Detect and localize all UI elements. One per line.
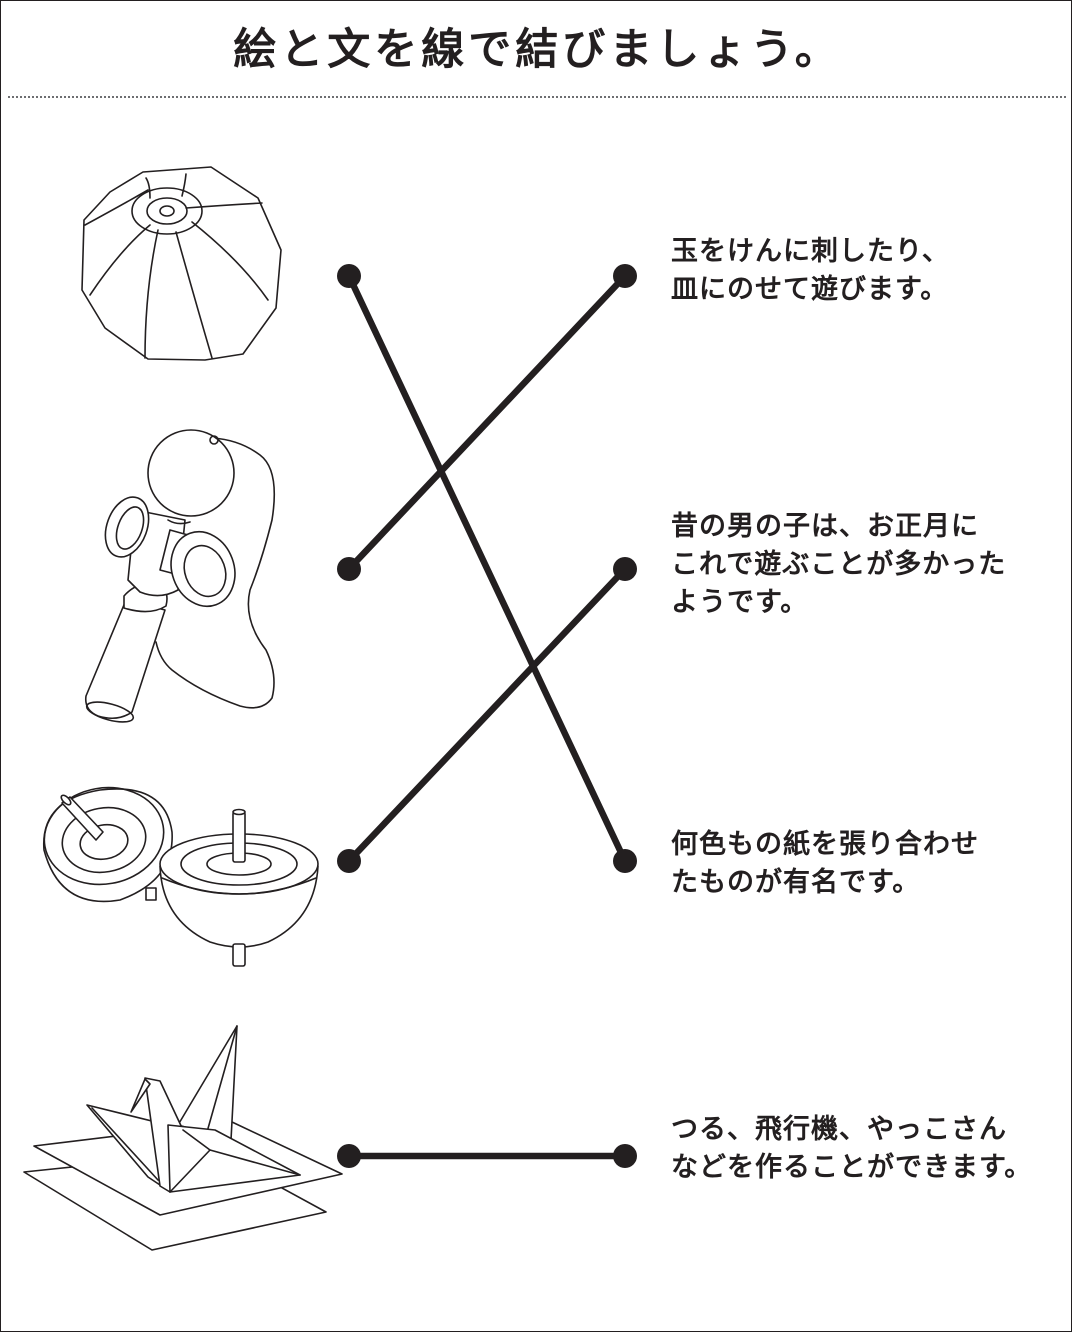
description-3: 何色もの紙を張り合わせ たものが有名です。 xyxy=(671,826,1051,902)
description-line: 玉をけんに刺したり、 xyxy=(671,236,950,267)
connection-line-1 xyxy=(345,272,629,865)
worksheet-title: 絵と文を線で結びましょう。 xyxy=(233,25,842,75)
description-line: 昔の男の子は、お正月に xyxy=(671,511,979,542)
description-line: 何色もの紙を張り合わせ xyxy=(671,829,979,860)
dotted-divider xyxy=(8,96,1066,98)
description-dot-2 xyxy=(613,557,637,581)
connection-lines xyxy=(345,272,629,1160)
description-line: たものが有名です。 xyxy=(671,867,921,898)
description-line: つる、飛行機、やっこさん xyxy=(671,1114,1007,1145)
spinning-top-icon xyxy=(43,786,319,967)
description-line: ようです。 xyxy=(671,587,809,618)
picture-dot-1 xyxy=(337,264,361,288)
connection-line-3 xyxy=(345,565,629,865)
description-2: 昔の男の子は、お正月に これで遊ぶことが多かった ようです。 xyxy=(671,508,1051,622)
description-dots xyxy=(613,264,637,1168)
picture-dot-4 xyxy=(337,1144,361,1168)
picture-dots xyxy=(337,264,361,1168)
origami-crane-icon xyxy=(23,1025,343,1251)
description-dot-3 xyxy=(613,849,637,873)
temari-ball-icon xyxy=(81,166,282,361)
description-line: などを作ることができます。 xyxy=(671,1152,1033,1183)
description-line: 皿にのせて遊びます。 xyxy=(671,274,949,305)
description-dot-4 xyxy=(613,1144,637,1168)
picture-dot-2 xyxy=(337,557,361,581)
description-4: つる、飛行機、やっこさん などを作ることができます。 xyxy=(671,1111,1051,1187)
description-1: 玉をけんに刺したり、 皿にのせて遊びます。 xyxy=(671,233,1051,309)
picture-dot-3 xyxy=(337,849,361,873)
description-line: これで遊ぶことが多かった xyxy=(671,549,1007,580)
connection-line-2 xyxy=(345,272,629,573)
description-dot-1 xyxy=(613,264,637,288)
kendama-icon xyxy=(84,429,276,723)
